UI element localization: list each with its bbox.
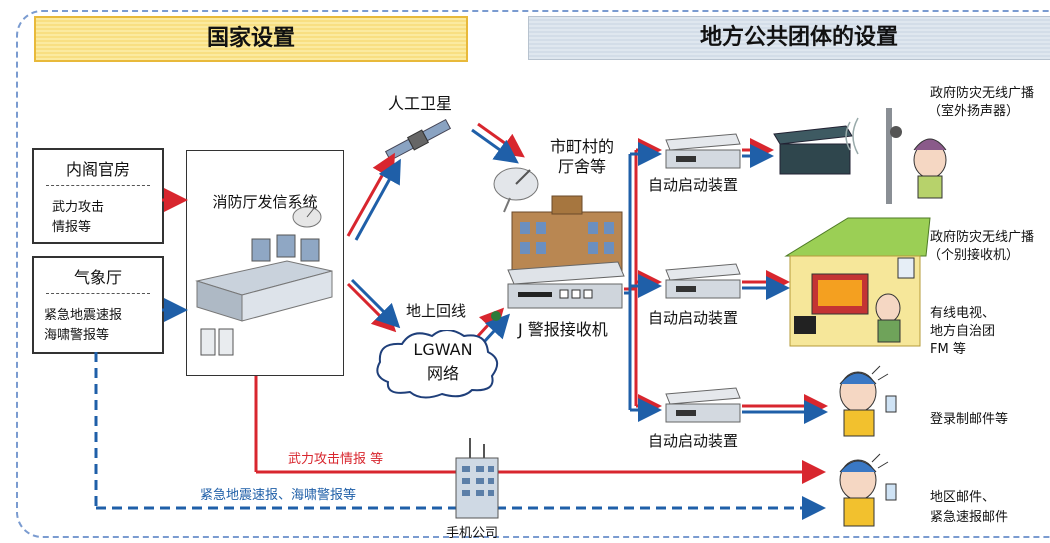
cable-line1: 有线电视、: [930, 306, 996, 321]
mobile-company-label: 手机公司: [446, 526, 499, 541]
local-header: 地方公共团体的设置: [528, 16, 1050, 60]
auto-start-label-3: 自动启动装置: [648, 432, 739, 450]
person-registered-mail-icon: [839, 365, 897, 437]
jma-title: 气象厅: [73, 268, 122, 287]
house-icon: [784, 217, 931, 347]
municipal-line2: 厅舍等: [558, 157, 607, 176]
registered-mail-label: 登录制邮件等: [930, 412, 1009, 427]
cabinet-line1: 武力攻击: [52, 200, 105, 215]
municipal-line1: 市町村的: [550, 137, 615, 156]
armed-attack-path-label: 武力攻击情报 等: [288, 452, 384, 467]
lgwan-line2: 网络: [426, 364, 459, 383]
lgwan-line1: LGWAN: [413, 340, 473, 359]
outdoor-speaker-icon: [845, 108, 947, 204]
national-header: 国家设置: [34, 16, 468, 62]
ground-line-label: 地上回线: [406, 302, 467, 320]
broadcast-console-icon: [773, 125, 853, 175]
lgwan-cloud-icon: [376, 330, 499, 399]
municipal-building-icon: [511, 195, 623, 273]
outdoor-line1: 政府防灾无线广播: [930, 86, 1035, 101]
auto-start-label-1: 自动启动装置: [648, 176, 739, 194]
jma-line2: 海啸警报等: [44, 328, 110, 343]
receiver-label: J 警报接收机: [518, 320, 608, 339]
outer-dashed-frame: [16, 10, 1050, 538]
auto-start-device-2-icon: [665, 263, 741, 299]
satellite-dish-icon: [493, 167, 539, 213]
outdoor-line2: （室外扬声器）: [928, 104, 1020, 119]
cabinet-title: 内阁官房: [65, 160, 130, 179]
cable-line3: FM 等: [930, 342, 966, 357]
cabinet-line2: 情报等: [52, 220, 92, 235]
auto-start-device-1-icon: [665, 133, 741, 169]
j-alert-receiver-icon: [491, 261, 625, 321]
individual-line2: （个别接收机）: [928, 248, 1020, 263]
jma-divider: [46, 293, 150, 294]
satellite-icon: [384, 118, 452, 162]
mobile-company-building-icon: [455, 438, 499, 519]
fdma-label: 消防厅发信系统: [212, 193, 318, 211]
quake-path-label: 紧急地震速报、海啸警报等: [200, 488, 357, 503]
cable-line2: 地方自治团: [930, 324, 996, 339]
fdma-system-box: 消防厅发信系统: [186, 150, 344, 376]
fdma-console-illustration: [195, 206, 333, 356]
cabinet-divider: [46, 185, 150, 186]
auto-start-label-2: 自动启动装置: [648, 309, 739, 327]
area-mail-line2: 紧急速报邮件: [930, 510, 1009, 525]
satellite-label: 人工卫星: [388, 94, 453, 113]
person-area-mail-icon: [839, 453, 897, 527]
individual-line1: 政府防灾无线广播: [930, 230, 1035, 245]
jma-box: 气象厅 紧急地震速报 海啸警报等: [32, 256, 164, 354]
jma-line1: 紧急地震速报: [44, 308, 123, 323]
auto-start-device-3-icon: [665, 387, 741, 423]
cabinet-box: 内阁官房 武力攻击 情报等: [32, 148, 164, 244]
area-mail-line1: 地区邮件、: [930, 490, 996, 505]
